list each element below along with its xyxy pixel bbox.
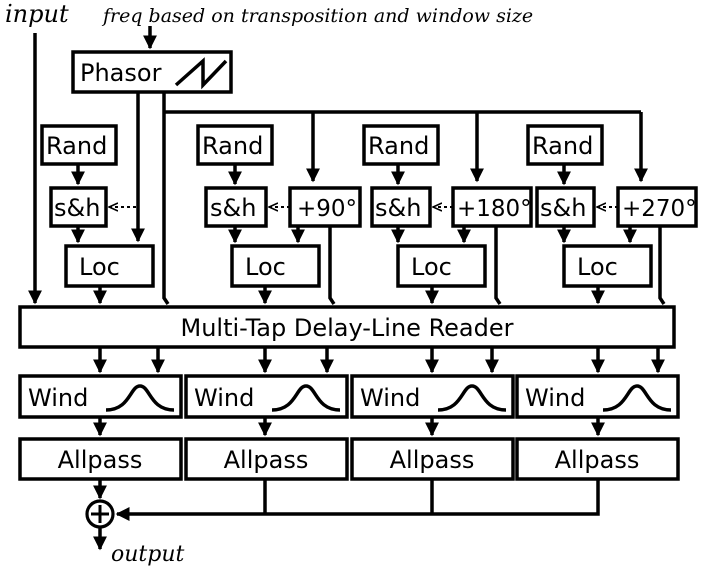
sh-block-1: s&h bbox=[49, 186, 108, 228]
rand-label: Rand bbox=[46, 132, 107, 160]
sum-bus-wire bbox=[115, 479, 600, 521]
output-label: output bbox=[111, 542, 185, 567]
phase-shift-block-90: +90° bbox=[288, 186, 362, 228]
sh-label: s&h bbox=[375, 194, 421, 222]
wind-label: Wind bbox=[525, 384, 585, 412]
phasor-block: Phasor bbox=[71, 50, 233, 94]
window-curve-icon bbox=[271, 384, 341, 412]
phasor-to-reader-wire bbox=[162, 92, 170, 305]
sh-block-3: s&h bbox=[370, 186, 432, 228]
phase-shift-block-180: +180° bbox=[451, 186, 533, 228]
loc-label: Loc bbox=[411, 253, 452, 281]
phase-90-label: +90° bbox=[297, 196, 357, 222]
allpass-block-2: Allpass bbox=[184, 437, 349, 481]
reader-label: Multi-Tap Delay-Line Reader bbox=[180, 314, 513, 342]
freq-label: freq based on transposition and window s… bbox=[101, 5, 533, 27]
input-label: input bbox=[5, 0, 69, 28]
allpass-block-3: Allpass bbox=[350, 437, 515, 481]
allpass-label: Allpass bbox=[555, 446, 640, 474]
rand-block-1: Rand bbox=[40, 124, 118, 166]
phase-to-reader-wire-3 bbox=[494, 226, 502, 305]
allpass-block-4: Allpass bbox=[515, 437, 680, 481]
loc-block-3: Loc bbox=[396, 244, 487, 288]
phase-to-reader-wire-2 bbox=[328, 226, 336, 305]
wind-label: Wind bbox=[28, 384, 88, 412]
rand-label: Rand bbox=[532, 132, 593, 160]
window-curve-icon bbox=[602, 384, 672, 412]
rand-block-4: Rand bbox=[526, 124, 604, 166]
phase-270-label: +270° bbox=[622, 196, 697, 222]
allpass-label: Allpass bbox=[58, 446, 143, 474]
wind-label: Wind bbox=[360, 384, 420, 412]
rand-block-3: Rand bbox=[362, 124, 440, 166]
plus-icon bbox=[91, 505, 109, 523]
phase-180-label: +180° bbox=[457, 196, 532, 222]
rand-label: Rand bbox=[202, 132, 263, 160]
sawtooth-icon bbox=[174, 57, 228, 90]
sh-block-2: s&h bbox=[204, 186, 268, 228]
wind-block-1: Wind bbox=[18, 374, 183, 419]
loc-block-1: Loc bbox=[64, 244, 155, 288]
wind-label: Wind bbox=[194, 384, 254, 412]
sum-node bbox=[85, 499, 115, 529]
loc-block-2: Loc bbox=[230, 244, 321, 288]
loc-block-4: Loc bbox=[562, 244, 653, 288]
phasor-label: Phasor bbox=[80, 59, 162, 87]
allpass-label: Allpass bbox=[224, 446, 309, 474]
window-curve-icon bbox=[437, 384, 507, 412]
loc-label: Loc bbox=[245, 253, 286, 281]
sh-label: s&h bbox=[540, 194, 586, 222]
wind-block-2: Wind bbox=[184, 374, 349, 419]
allpass-block-1: Allpass bbox=[18, 437, 183, 481]
rand-block-2: Rand bbox=[196, 124, 274, 166]
wind-block-3: Wind bbox=[350, 374, 515, 419]
sh-label: s&h bbox=[210, 194, 256, 222]
sh-label: s&h bbox=[54, 194, 100, 222]
phase-shift-block-270: +270° bbox=[616, 186, 698, 228]
delay-line-reader-block: Multi-Tap Delay-Line Reader bbox=[18, 305, 676, 349]
allpass-label: Allpass bbox=[390, 446, 475, 474]
rand-label: Rand bbox=[368, 132, 429, 160]
wind-block-4: Wind bbox=[515, 374, 680, 419]
window-curve-icon bbox=[105, 384, 175, 412]
sh-block-4: s&h bbox=[535, 186, 596, 228]
loc-label: Loc bbox=[577, 253, 618, 281]
loc-label: Loc bbox=[79, 253, 120, 281]
phase-to-reader-wire-4 bbox=[658, 226, 666, 305]
